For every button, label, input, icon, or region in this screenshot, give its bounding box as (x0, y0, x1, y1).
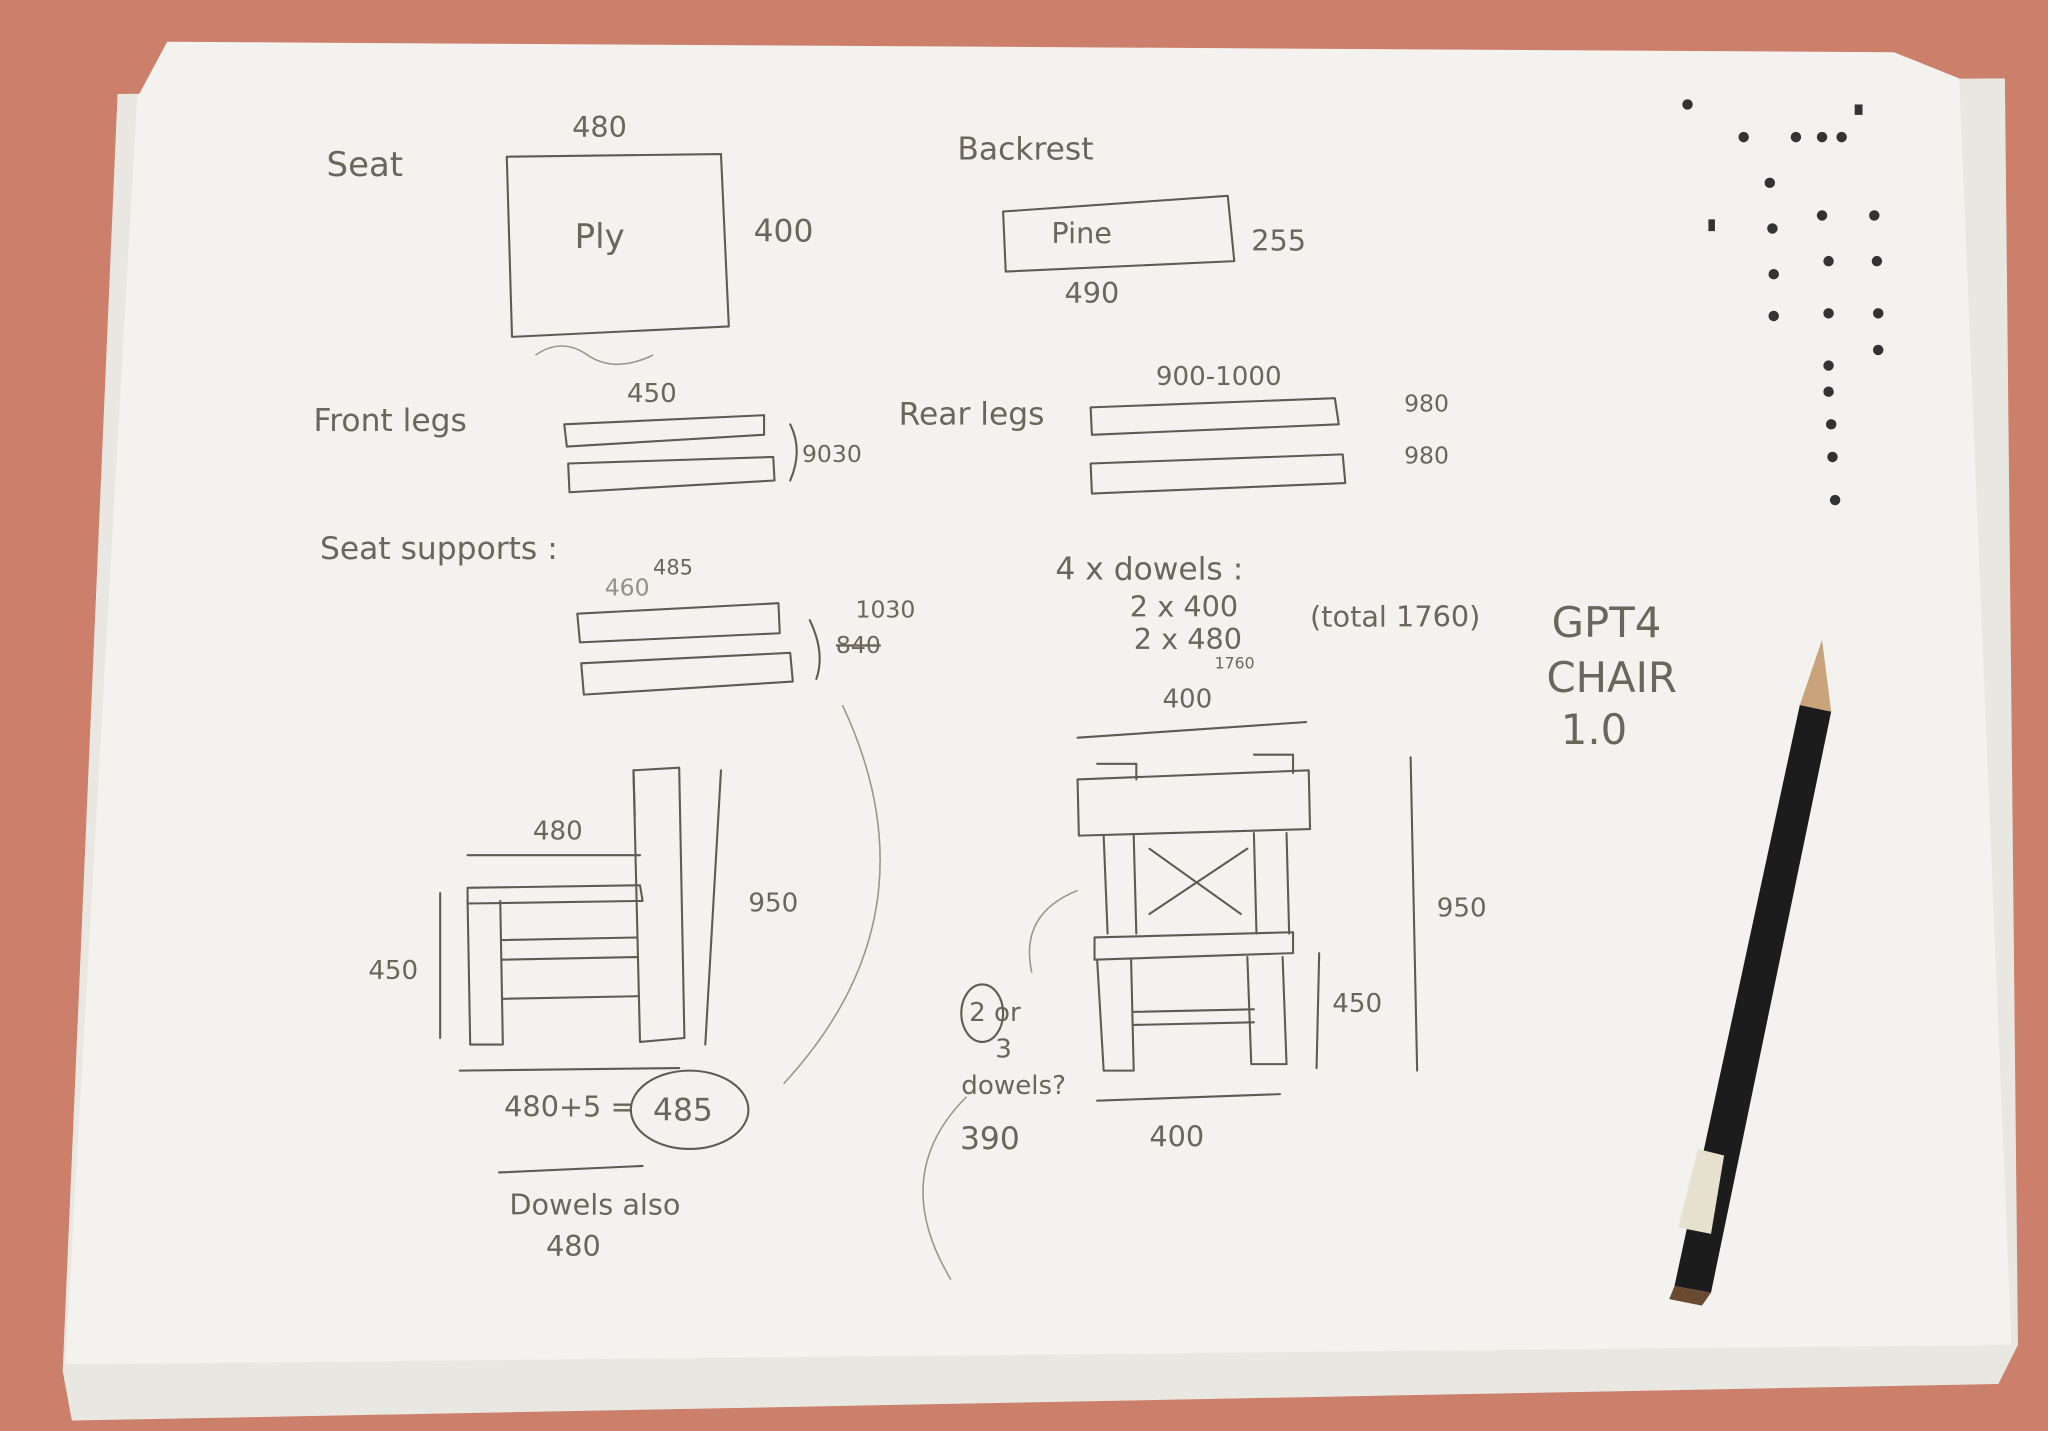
title-line-2: CHAIR (1546, 653, 1677, 702)
seat-label: Seat (327, 145, 404, 185)
backrest-width: 490 (1064, 276, 1119, 310)
title-line-1: GPT4 (1552, 598, 1662, 647)
side-result: 485 (653, 1092, 713, 1128)
side-seat-height: 450 (368, 956, 418, 986)
title-line-3: 1.0 (1561, 705, 1627, 754)
dowels-label: 4 x dowels : (1055, 552, 1243, 588)
front-question-2: 3 (995, 1035, 1012, 1065)
rear-legs-label: Rear legs (899, 396, 1045, 432)
backrest-height: 255 (1251, 224, 1306, 258)
seat-supports-total-old: 840 (836, 631, 881, 659)
dowels-sum: 1760 (1215, 653, 1255, 672)
front-legs-total: 9030 (802, 440, 862, 468)
dowels-line-1: 2 x 400 (1130, 589, 1238, 623)
rear-legs-part: Rear legs 900-1000 980 980 (899, 362, 1449, 495)
rear-leg-1-length: 980 (1404, 389, 1449, 417)
front-alt-width: 390 (960, 1121, 1020, 1157)
side-seat-depth: 480 (533, 817, 583, 847)
backrest-label: Backrest (957, 131, 1093, 167)
front-question-1: 2 or (969, 998, 1021, 1028)
side-height: 950 (748, 888, 798, 918)
side-view-drawing: 480 450 950 480+5 = 485 Dowels also 480 (368, 704, 881, 1263)
paper-front-sheet (65, 41, 2012, 1365)
backrest-material: Pine (1051, 216, 1112, 250)
front-legs-part: Front legs 450 9030 (313, 379, 862, 494)
front-seat-height: 450 (1332, 989, 1382, 1019)
front-legs-label: Front legs (313, 403, 466, 439)
front-legs-length: 450 (627, 379, 677, 409)
front-question-3: dowels? (961, 1071, 1066, 1101)
front-view-drawing: 400 950 450 2 or 3 dowels? 390 400 (922, 685, 1487, 1280)
seat-supports-label: Seat supports : (320, 531, 558, 567)
printed-marks (1682, 99, 1884, 506)
seat-height: 400 (754, 214, 814, 250)
dowels-note: 4 x dowels : 2 x 400 2 x 480 (total 1760… (1055, 552, 1480, 673)
seat-width: 480 (572, 110, 627, 144)
pencil (1669, 639, 1832, 1306)
seat-supports-total: 1030 (856, 596, 916, 624)
seat-supports-length: 485 (653, 555, 693, 579)
seat-part: Seat 480 Ply 400 (327, 110, 814, 365)
side-note-2: 480 (546, 1229, 601, 1263)
seat-supports-length-old: 460 (605, 573, 650, 601)
sketch-title: GPT4 CHAIR 1.0 (1546, 598, 1677, 754)
front-bottom-width: 400 (1149, 1119, 1204, 1153)
front-top-width: 400 (1162, 685, 1212, 715)
backrest-part: Backrest Pine 255 490 (957, 131, 1306, 310)
dowels-total-note: (total 1760) (1310, 600, 1480, 634)
seat-material: Ply (575, 217, 625, 257)
front-height: 950 (1437, 894, 1487, 924)
seat-supports-part: Seat supports : 460 485 1030 840 (320, 531, 916, 696)
dowels-line-2: 2 x 480 (1134, 622, 1242, 656)
side-note-1: Dowels also (509, 1187, 680, 1221)
rear-legs-length: 900-1000 (1156, 362, 1282, 392)
rear-leg-2-length: 980 (1404, 442, 1449, 470)
side-formula: 480+5 = (504, 1089, 634, 1123)
